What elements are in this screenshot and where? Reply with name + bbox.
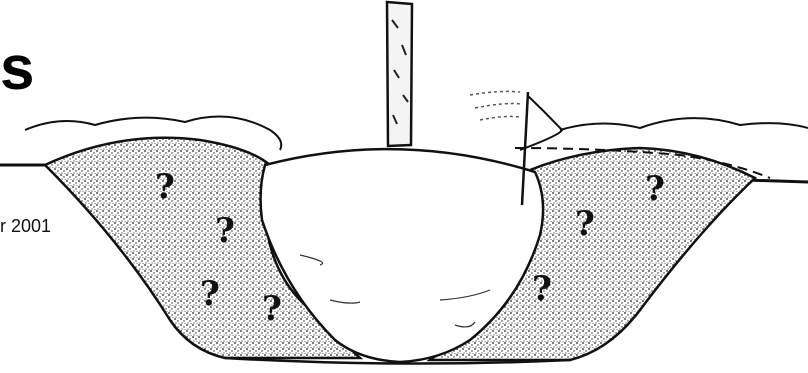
question-mark-2: ? xyxy=(215,211,235,251)
question-mark-3: ? xyxy=(200,274,220,314)
question-mark-5: ? xyxy=(575,204,595,244)
question-mark-4: ? xyxy=(262,289,282,329)
mound-right xyxy=(560,118,808,130)
water-spray xyxy=(470,91,521,120)
ground-line-right xyxy=(745,180,808,182)
question-mark-7: ? xyxy=(532,269,552,309)
question-mark-6: ? xyxy=(645,169,665,209)
tree-trunk xyxy=(387,2,412,146)
question-mark-1: ? xyxy=(155,167,175,207)
